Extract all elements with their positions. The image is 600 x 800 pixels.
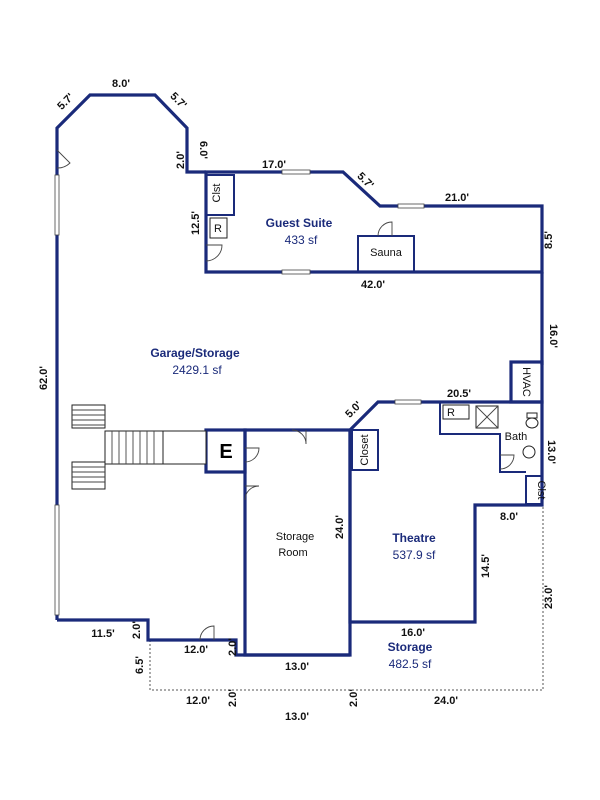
stair-landing-top (71, 404, 106, 429)
hvac-label: HVAC (520, 367, 532, 397)
dim-label: 8.0' (500, 511, 518, 523)
dim-label: 11.5' (91, 628, 115, 640)
theatre-name: Theatre (392, 531, 436, 545)
door-arc (377, 221, 393, 237)
door-arc (199, 625, 215, 641)
bath-closet-label: Clst (535, 481, 547, 500)
dim-label: 23.0' (543, 585, 555, 609)
hvac-box (509, 360, 544, 404)
door-arc (56, 149, 71, 169)
dim-label: 24.0' (334, 515, 346, 539)
door-arc (244, 485, 260, 501)
dim-label: 2.0' (175, 151, 187, 169)
guest-suite-area: 433 sf (285, 233, 318, 247)
door-arc (205, 244, 223, 262)
guest-suite-walls (204, 170, 544, 274)
storage-outline-dotted (149, 505, 544, 691)
garage-outer-wall (55, 93, 206, 620)
fridge-label: R (214, 223, 222, 235)
dim-label: 8.0' (112, 78, 130, 90)
dim-label: 20.5' (447, 388, 471, 400)
stair-landing-bottom (71, 461, 106, 490)
dim-label: 62.0' (38, 366, 50, 390)
dim-label: 5.7' (355, 170, 376, 191)
guest-suite-name: Guest Suite (266, 216, 333, 230)
bath-closet (525, 475, 543, 505)
bath-sink (522, 445, 536, 459)
dim-label: 12.5' (190, 211, 202, 235)
bath-fridge-label: R (447, 407, 455, 419)
toilet (525, 417, 539, 429)
storage-room-label-1: Storage (276, 531, 315, 543)
theatre-area: 537.9 sf (393, 548, 436, 562)
guest-closet (205, 174, 235, 216)
garage-name: Garage/Storage (150, 346, 240, 360)
dim-label: 6.0' (197, 141, 209, 159)
bath-label: Bath (505, 431, 528, 443)
dim-label: 16.0' (401, 627, 425, 639)
door-arc (244, 447, 260, 463)
dim-label: 13.0' (285, 711, 309, 723)
bath-walls (439, 402, 526, 473)
dim-label: 2.0' (227, 638, 239, 656)
dim-label: 12.0' (186, 695, 210, 707)
dim-label: 21.0' (445, 192, 469, 204)
dim-label: 2.0' (227, 689, 239, 707)
storage-name: Storage (388, 640, 433, 654)
dim-label: 6.5' (134, 656, 146, 674)
door-arc (499, 454, 515, 470)
elevator-label[interactable]: E (219, 441, 232, 463)
sauna-label: Sauna (370, 247, 403, 259)
dim-label: 42.0' (361, 279, 385, 291)
dim-label: 13.0' (285, 661, 309, 673)
sauna-walls (357, 235, 415, 273)
dim-label: 16.0' (547, 324, 559, 348)
sink-counter (442, 404, 470, 420)
storage-room-walls (243, 428, 352, 657)
dim-label: 2.0' (348, 689, 360, 707)
storage-room-label-2: Room (278, 547, 307, 559)
theatre-closet-label: Closet (359, 434, 371, 465)
dim-label: 5.7' (168, 90, 189, 111)
storage-area: 482.5 sf (389, 657, 432, 671)
dim-label: 13.0' (545, 440, 557, 464)
dim-label: 2.0' (131, 621, 143, 639)
dim-label: 8.5' (543, 231, 555, 249)
dim-label: 14.5' (480, 554, 492, 578)
guest-closet-label: Clst (211, 184, 223, 203)
dim-label: 24.0' (434, 695, 458, 707)
dim-label: 17.0' (262, 159, 286, 171)
garage-area: 2429.1 sf (172, 363, 222, 377)
refrigerator (209, 217, 228, 239)
door-arc (291, 429, 307, 445)
dim-label: 12.0' (184, 644, 208, 656)
theatre-closet (351, 429, 379, 471)
